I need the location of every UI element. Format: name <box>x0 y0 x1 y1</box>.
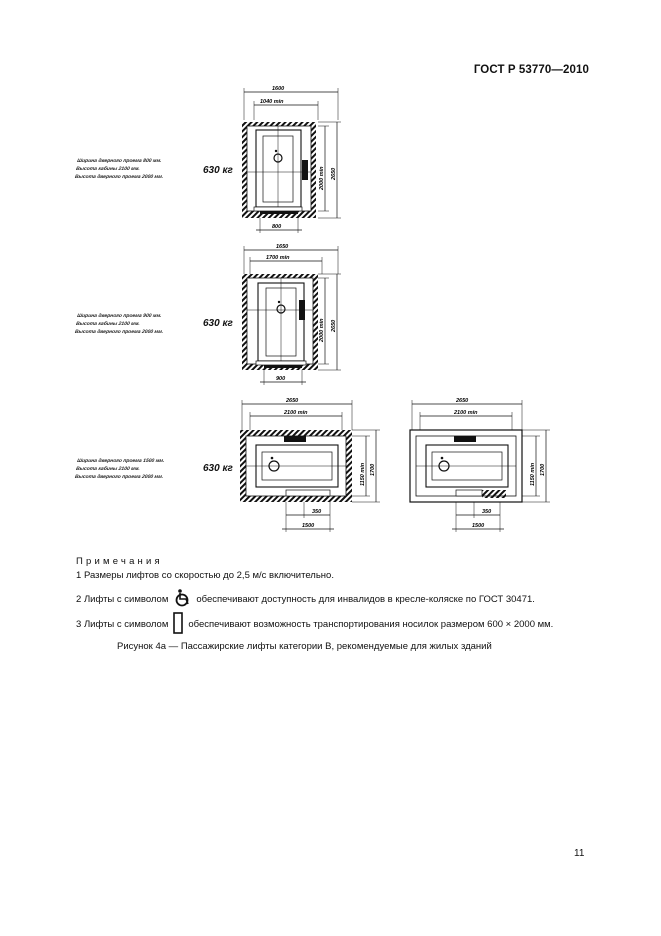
f2-dim-right-inner: 2000 min <box>319 318 325 343</box>
figure-3-note-2: Высота кабины 2100 мм. <box>75 466 141 472</box>
figure-3-notes: Ширина дверного проема 1500 мм. Высота к… <box>74 457 166 481</box>
f2-dim-top-inner: 1700 min <box>266 255 290 261</box>
note-3: 3 Лифты с символом обеспечивают возможно… <box>76 612 553 637</box>
figure-caption: Рисунок 4а — Пассажирские лифты категори… <box>117 641 492 652</box>
f3-dim-top-outer: 2650 <box>285 398 298 404</box>
f2-dim-bottom: 900 <box>276 376 285 382</box>
f2-dim-right-outer: 2650 <box>331 320 337 333</box>
note-2-after: обеспечивают доступность для инвалидов в… <box>196 594 535 605</box>
note-1-text: Размеры лифтов со скоростью до 2,5 м/с в… <box>83 570 334 581</box>
note-1-num: 1 <box>76 570 82 581</box>
figure-2-notes: Ширина дверного проема 900 мм. Высота ка… <box>74 312 166 336</box>
f1-dim-right-outer: 2650 <box>331 168 337 181</box>
figure-2-note-2: Высота кабины 2100 мм. <box>75 321 141 327</box>
figure-1-load: 630 кг <box>203 165 233 176</box>
f1-dim-right-inner: 2000 min <box>319 166 325 191</box>
figure-3-load: 630 кг <box>203 463 233 474</box>
f3-dim-top-inner: 2100 min <box>283 410 308 416</box>
note-1: 1 Размеры лифтов со скоростью до 2,5 м/с… <box>76 570 334 581</box>
note-3-before: Лифты с символом <box>83 619 169 630</box>
figure-2-note-3: Высота дверного проема 2000 мм. <box>74 329 164 335</box>
figure-1-note-2: Высота кабины 2100 мм. <box>75 166 141 172</box>
figure-2-drawing: 1650 1700 min 2000 min 2650 900 <box>242 244 341 385</box>
figure-3-drawing: 2650 2100 min 1150 min 1700 350 1500 <box>240 398 380 532</box>
note-2-before: Лифты с символом <box>83 594 169 605</box>
f4-dim-top-inner: 2100 min <box>453 410 478 416</box>
figure-1-note-1: Ширина дверного проема 800 мм. <box>76 158 163 164</box>
note-3-num: 3 <box>76 619 82 630</box>
f4-dim-bottom-inner: 350 <box>482 509 491 515</box>
note-2-num: 2 <box>76 594 82 605</box>
wheelchair-icon <box>172 588 192 611</box>
figure-3-note-3: Высота дверного проема 2000 мм. <box>74 474 164 480</box>
f3-dim-bottom-outer: 1500 <box>302 523 314 529</box>
f4-dim-top-outer: 2650 <box>455 398 468 404</box>
f1-dim-top-inner: 1040 min <box>260 99 284 105</box>
page-number: 11 <box>574 848 585 859</box>
f1-dim-top-outer: 1600 <box>272 86 284 92</box>
figure-4-drawing: 2650 2100 min 1150 min 1700 350 1500 <box>409 398 550 532</box>
notes-title: Примечания <box>76 556 163 567</box>
figure-1-note-3: Высота дверного проема 2000 мм. <box>74 174 164 180</box>
figure-1-drawing: 1600 1040 min 2000 min 2650 800 <box>242 86 341 233</box>
f4-dim-right-inner: 1150 min <box>530 462 536 486</box>
f3-dim-right-outer: 1700 <box>370 464 376 476</box>
figure-3-note-1: Ширина дверного проема 1500 мм. <box>76 458 165 464</box>
note-2: 2 Лифты с символом обеспечивают доступно… <box>76 588 535 611</box>
f3-dim-right-inner: 1150 min <box>360 462 366 486</box>
stretcher-icon <box>172 612 184 637</box>
f1-dim-bottom: 800 <box>272 224 281 230</box>
figure-2-load: 630 кг <box>203 318 233 329</box>
standard-header: ГОСТ Р 53770—2010 <box>473 64 589 76</box>
f4-dim-right-outer: 1700 <box>540 464 546 476</box>
figure-2-note-1: Ширина дверного проема 900 мм. <box>76 313 163 319</box>
note-3-after: обеспечивают возможность транспортирован… <box>188 619 554 630</box>
f4-dim-bottom-outer: 1500 <box>472 523 484 529</box>
figure-1-notes: Ширина дверного проема 800 мм. Высота ка… <box>74 157 166 181</box>
f2-dim-top-outer: 1650 <box>276 244 288 250</box>
f3-dim-bottom-inner: 350 <box>312 509 321 515</box>
